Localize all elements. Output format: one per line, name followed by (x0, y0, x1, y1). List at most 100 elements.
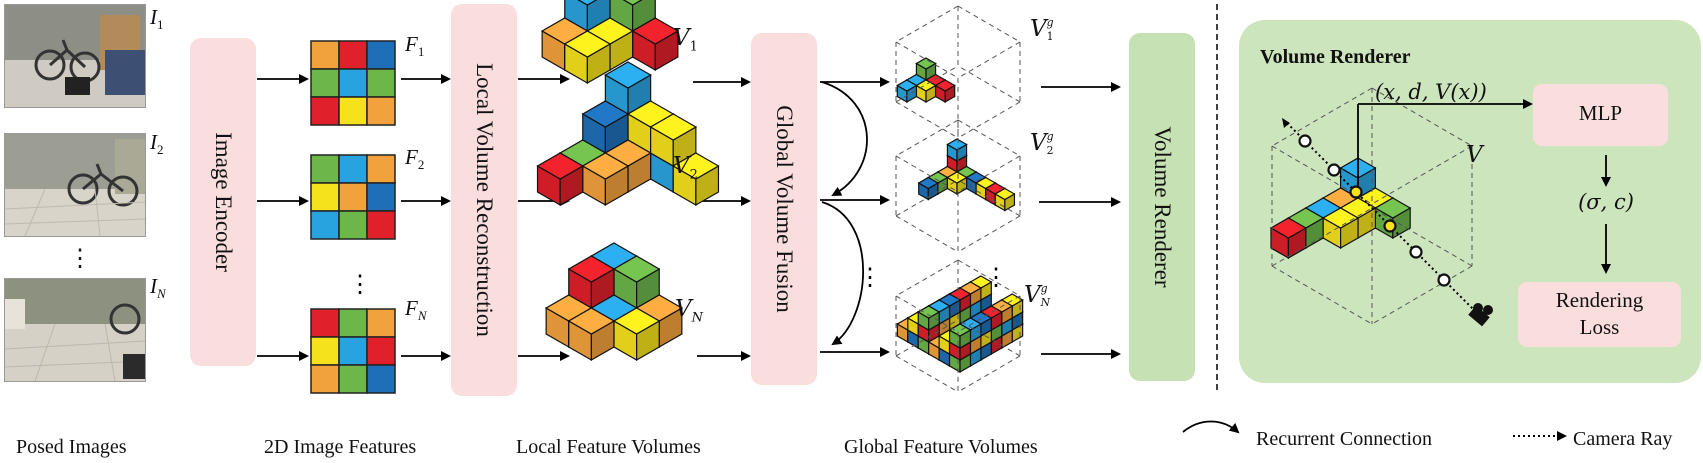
caption-global-volumes: Global Feature Volumes (844, 436, 1038, 458)
cube-face (917, 176, 940, 190)
cube-face (1374, 197, 1412, 219)
cube-volumes (536, 0, 1412, 374)
feature-cell (310, 68, 340, 98)
feature-cell (338, 40, 368, 70)
cube-face (1321, 207, 1360, 229)
frame-edge (957, 215, 1021, 253)
frame-edge (957, 119, 1021, 157)
room-photo-icon (5, 134, 145, 236)
recurrent-connections (821, 81, 868, 346)
mlp-output-label: (σ, c) (1578, 190, 1634, 214)
feature-cell (366, 182, 396, 212)
image-encoder-label: Image Encoder (211, 132, 236, 272)
cube-face (915, 79, 937, 92)
cube-face (946, 138, 968, 151)
cube-face (612, 255, 661, 283)
feature-cell (310, 40, 340, 70)
posed-image-2 (4, 133, 146, 237)
feature-cell (310, 154, 340, 184)
images-ellipsis: ⋮ (68, 246, 92, 272)
frame-edge (1271, 145, 1373, 205)
rendering-loss-label: Rendering Loss (1518, 287, 1681, 341)
caption-image-features: 2D Image Features (264, 436, 417, 458)
frame-edge (1371, 87, 1473, 147)
feature-cell (366, 40, 396, 70)
renderer-internals (1271, 87, 1533, 327)
feature-cell (338, 68, 368, 98)
frame-edge (957, 319, 1021, 357)
room-photo-icon (5, 5, 145, 107)
feature-cell (366, 96, 396, 126)
recurrent-legend-icon (1182, 420, 1240, 434)
frame-edge (957, 179, 1021, 217)
cube-face (915, 57, 937, 70)
image-label-1: I1 (150, 5, 164, 33)
frame-edge (957, 101, 1021, 139)
ray-sample-point (1383, 219, 1397, 233)
feature-cell (366, 210, 396, 240)
cube-face (934, 79, 956, 92)
feature-cell (366, 308, 396, 338)
caption-local-volumes: Local Feature Volumes (516, 436, 701, 458)
cube-face (536, 152, 584, 180)
volume-renderer-box (1129, 33, 1195, 381)
posed-image-n (4, 278, 146, 382)
feature-label-2: F2 (405, 145, 425, 173)
feature-cell (310, 210, 340, 240)
cube-face (994, 187, 1016, 201)
frame-edge (895, 41, 959, 79)
feature-cell (310, 96, 340, 126)
cube-face (604, 61, 652, 89)
frame-edge (957, 259, 1021, 297)
ray-sample-point (1327, 163, 1341, 177)
volumes-ellipsis-arc: ⋮ (858, 265, 882, 291)
feature-cell (338, 308, 368, 338)
flow-arrows (257, 74, 1611, 361)
ray-sample-point (1409, 245, 1423, 259)
frame-edge (957, 41, 1021, 79)
camera-icon (1468, 303, 1493, 327)
panel-volume-label: V (1466, 142, 1483, 168)
feature-cell (310, 308, 340, 338)
rendering-loss-line1: Rendering (1555, 288, 1644, 312)
frame-edge (895, 119, 959, 157)
local-volume-label-n: VN (675, 296, 703, 326)
cube-face (946, 171, 968, 184)
feature-cell (366, 364, 396, 394)
feature-cell (338, 96, 368, 126)
cube-face (948, 323, 972, 337)
frame-edge (957, 5, 1021, 43)
feature-cell (310, 182, 340, 212)
loss-box (1518, 282, 1681, 347)
rendering-loss-line2: Loss (1579, 315, 1620, 339)
ray-sample-point (1437, 273, 1451, 287)
ray-input-label: (x, d, V(x)) (1375, 80, 1487, 104)
cube-face (581, 152, 630, 180)
feature-label-1: F1 (405, 32, 425, 60)
image-label-n: IN (150, 274, 166, 302)
volume-renderer-label: Volume Renderer (1150, 126, 1175, 288)
frame-edge (957, 355, 1021, 393)
frame-edge (1271, 87, 1373, 147)
frame-edge (1371, 265, 1473, 325)
legend-camera-ray-label: Camera Ray (1573, 428, 1673, 450)
mlp-box (1533, 84, 1668, 146)
frame-edge (1271, 207, 1373, 267)
cube-face (649, 113, 698, 141)
frame-edge (895, 295, 959, 333)
feature-cell (366, 154, 396, 184)
local-volume-label-2: V2 (673, 153, 698, 183)
frame-edge (1371, 207, 1473, 267)
global-volume-frames (895, 5, 1021, 393)
frame-edge (895, 155, 959, 193)
image-encoder-box (190, 38, 256, 366)
cube-face (631, 17, 680, 45)
feature-cell (338, 182, 368, 212)
feature-cell (338, 364, 368, 394)
posed-image-1 (4, 4, 146, 108)
cube-face (672, 152, 720, 180)
